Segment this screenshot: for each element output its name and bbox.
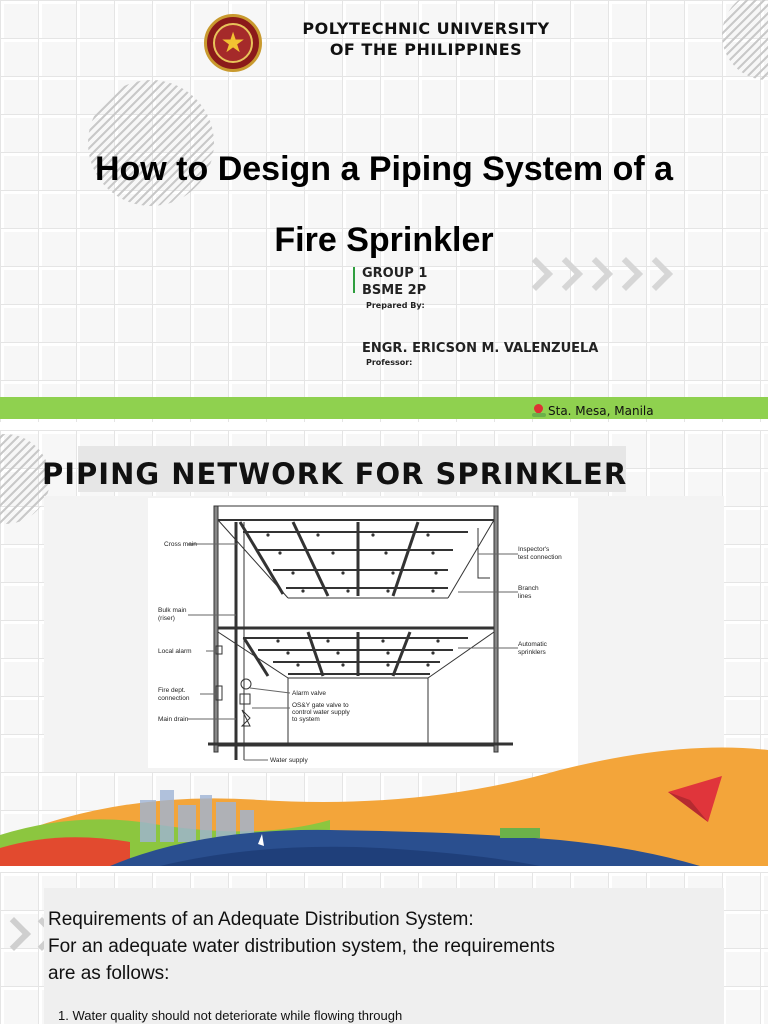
location-text: Sta. Mesa, Manila [548,404,654,418]
label-inspector: Inspector's [518,546,550,553]
piping-diagram-svg: Cross main Bulk main (riser) Local alarm… [158,505,562,764]
chevron-right-icon [642,252,670,296]
title-line2: Fire Sprinkler [274,221,494,259]
professor-name: ENGR. ERICSON M. VALENZUELA [362,341,599,356]
university-name-line2: OF THE PHILIPPINES [329,40,523,59]
piping-network-slide: PIPING NETWORK FOR SPRINKLER [0,430,768,866]
label-osy-2: control water supply [292,709,351,716]
title-slide: ★ POLYTECHNIC UNIVERSITY OF THE PHILIPPI… [0,0,768,422]
label-fire-dept: Fire dept. [158,687,186,694]
location-pin-icon [532,404,546,418]
decorative-hatched-circle [88,80,214,206]
chevron-right-icon [552,252,580,296]
landscape-svg [0,747,768,866]
label-main-drain: Main drain [158,716,189,723]
label-connection: connection [158,695,190,702]
chevron-right-icon [582,252,610,296]
accent-bar [353,267,355,293]
presentation-title: How to Design a Piping System of a Fire … [40,134,728,276]
label-cross-main: Cross main [164,541,197,548]
heading-line3: are as follows: [48,963,170,984]
star-icon: ★ [213,23,253,63]
heading-line2: For an adequate water distribution syste… [48,936,555,957]
requirements-slide: Requirements of an Adequate Distribution… [0,872,768,1024]
label-test-connection: test connection [518,554,562,561]
professor-label: Professor: [366,358,413,367]
label-osy-3: to system [292,716,320,723]
location: Sta. Mesa, Manila [532,404,654,418]
label-osy-1: OS&Y gate valve to [292,702,349,709]
label-alarm-valve: Alarm valve [292,690,326,697]
university-seal-logo: ★ [204,14,262,72]
label-sprinklers: sprinklers [518,649,547,656]
label-water-supply: Water supply [270,757,308,764]
chevron-right-icon [0,912,28,956]
label-branch: Branch [518,585,539,592]
label-riser: (riser) [158,615,175,622]
requirement-item: 1. Water quality should not deteriorate … [58,1008,403,1023]
footer-band [0,397,768,419]
label-bulk-main: Bulk main [158,607,187,614]
slide-title: PIPING NETWORK FOR SPRINKLER [42,457,628,491]
label-automatic: Automatic [518,641,548,648]
title-background [78,446,626,492]
grid-background [0,0,768,422]
label-local-alarm: Local alarm [158,648,192,655]
decorative-chevrons [522,252,670,296]
sprinkler-piping-diagram: Cross main Bulk main (riser) Local alarm… [148,498,578,768]
label-lines: lines [518,593,532,600]
prepared-by-label: Prepared By: [366,301,425,310]
chevron-right-icon [612,252,640,296]
chevron-right-icon [522,252,550,296]
university-name-line1: POLYTECHNIC UNIVERSITY [302,19,550,38]
requirements-heading: Requirements of an Adequate Distribution… [48,906,688,987]
university-name: POLYTECHNIC UNIVERSITY OF THE PHILIPPINE… [270,18,582,60]
content-panel [44,888,724,1024]
decorative-landscape-illustration [0,730,768,866]
heading-line1: Requirements of an Adequate Distribution… [48,909,474,930]
title-line1: How to Design a Piping System of a [94,150,674,188]
section-label: BSME 2P [362,283,427,298]
group-label: GROUP 1 [362,266,428,281]
